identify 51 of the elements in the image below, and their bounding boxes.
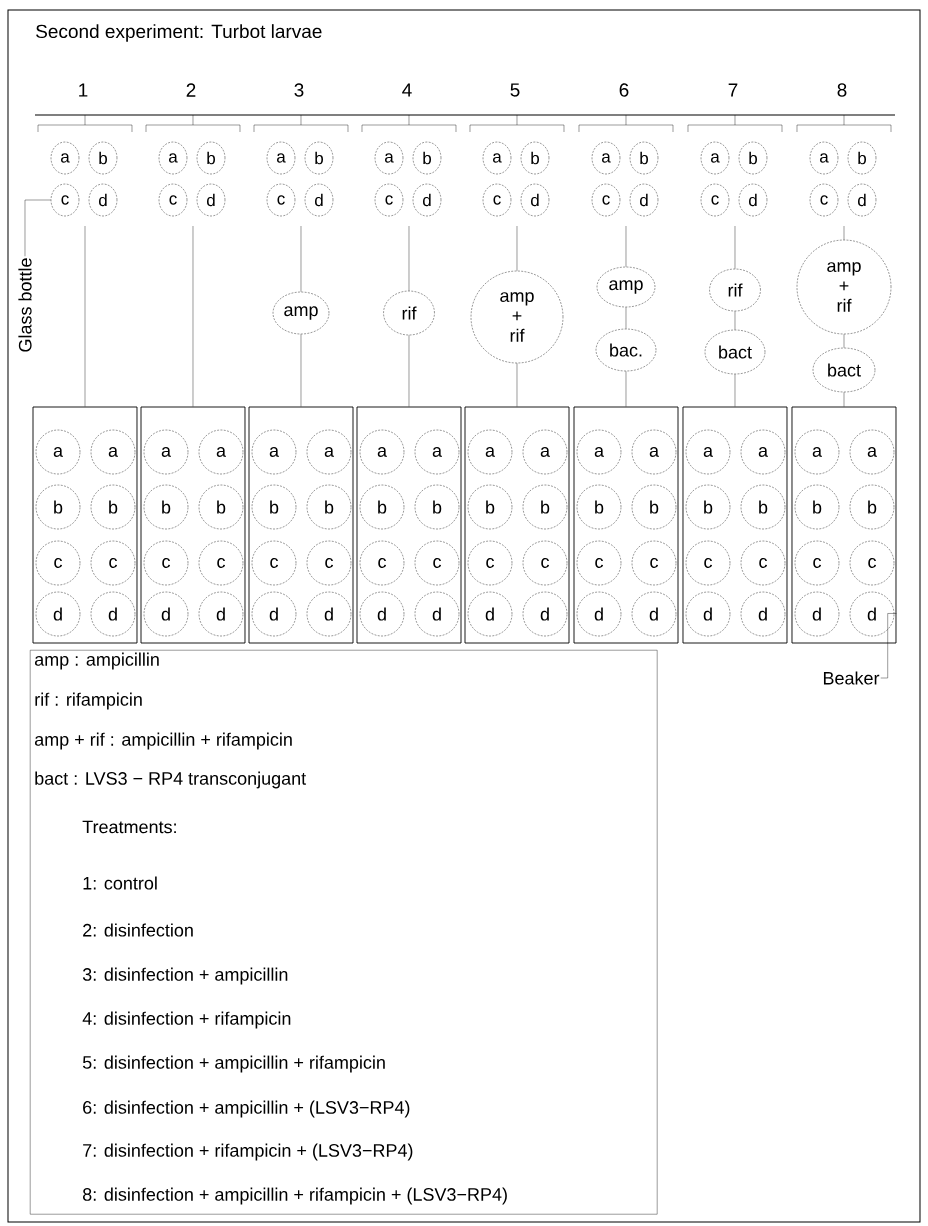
connector-line (300, 334, 302, 407)
treatment-text: 6: disinfection + ampicillin + (LSV3−RP4) (83, 1100, 410, 1118)
beaker-box (32, 406, 138, 644)
beaker-box (573, 406, 679, 644)
key-text: amp + rif : ampicillin + rifampicin (34, 732, 292, 750)
leader-line (24, 199, 51, 257)
title: Second experiment: Turbot larvae (36, 24, 322, 42)
connector-line (734, 225, 736, 269)
connector-line (734, 374, 736, 407)
connector-line (408, 335, 410, 407)
connector-line (625, 225, 627, 267)
treatment-text: Treatments: (82, 820, 176, 834)
connector-line (843, 225, 845, 240)
callout-label: Beaker (823, 671, 880, 685)
group-number: 6 (619, 83, 629, 97)
treatment-text: 8: disinfection + ampicillin + rifampicin + (LSV3−RP4) (83, 1187, 507, 1205)
connector-line (843, 392, 845, 407)
key-text: amp : ampicillin (34, 652, 159, 670)
group-number: 2 (186, 83, 196, 97)
group-number: 7 (728, 83, 738, 97)
group-number: 8 (837, 83, 847, 97)
treatment-text: 2: disinfection (83, 923, 193, 937)
treatment-text: 3: disinfection + ampicillin (82, 967, 288, 985)
beaker-box (682, 406, 788, 644)
beaker-box (464, 406, 570, 644)
treatment-text: 1: control (83, 876, 157, 890)
key-text: bact : LVS3 − RP4 transconjugant (35, 771, 307, 789)
connector-line (625, 371, 627, 407)
callout-label: Glass bottle (18, 258, 32, 352)
beaker-box (248, 406, 354, 644)
connector-line (300, 225, 302, 292)
group-number: 1 (79, 83, 88, 97)
group-number: 4 (402, 83, 412, 97)
connector-line (734, 311, 736, 330)
group-number: 5 (510, 83, 520, 97)
connector-line (516, 363, 518, 407)
group-number: 3 (294, 83, 304, 97)
connector-line (192, 225, 194, 407)
treatment-text: 4: disinfection + rifampicin (82, 1011, 291, 1029)
beaker-box (791, 406, 897, 644)
connector-line (408, 225, 410, 291)
leader-line (880, 613, 897, 679)
connector-line (84, 225, 86, 407)
connector-line (843, 334, 845, 348)
treatment-text: 7: disinfection + rifampicin + (LSV3−RP4) (83, 1143, 413, 1161)
connector-line (625, 307, 627, 329)
treatment-text: 5: disinfection + ampicillin + rifampicin (82, 1055, 385, 1073)
beaker-box (356, 406, 462, 644)
beaker-box (140, 406, 246, 644)
key-text: rif : rifampicin (35, 692, 142, 710)
connector-line (516, 225, 518, 271)
